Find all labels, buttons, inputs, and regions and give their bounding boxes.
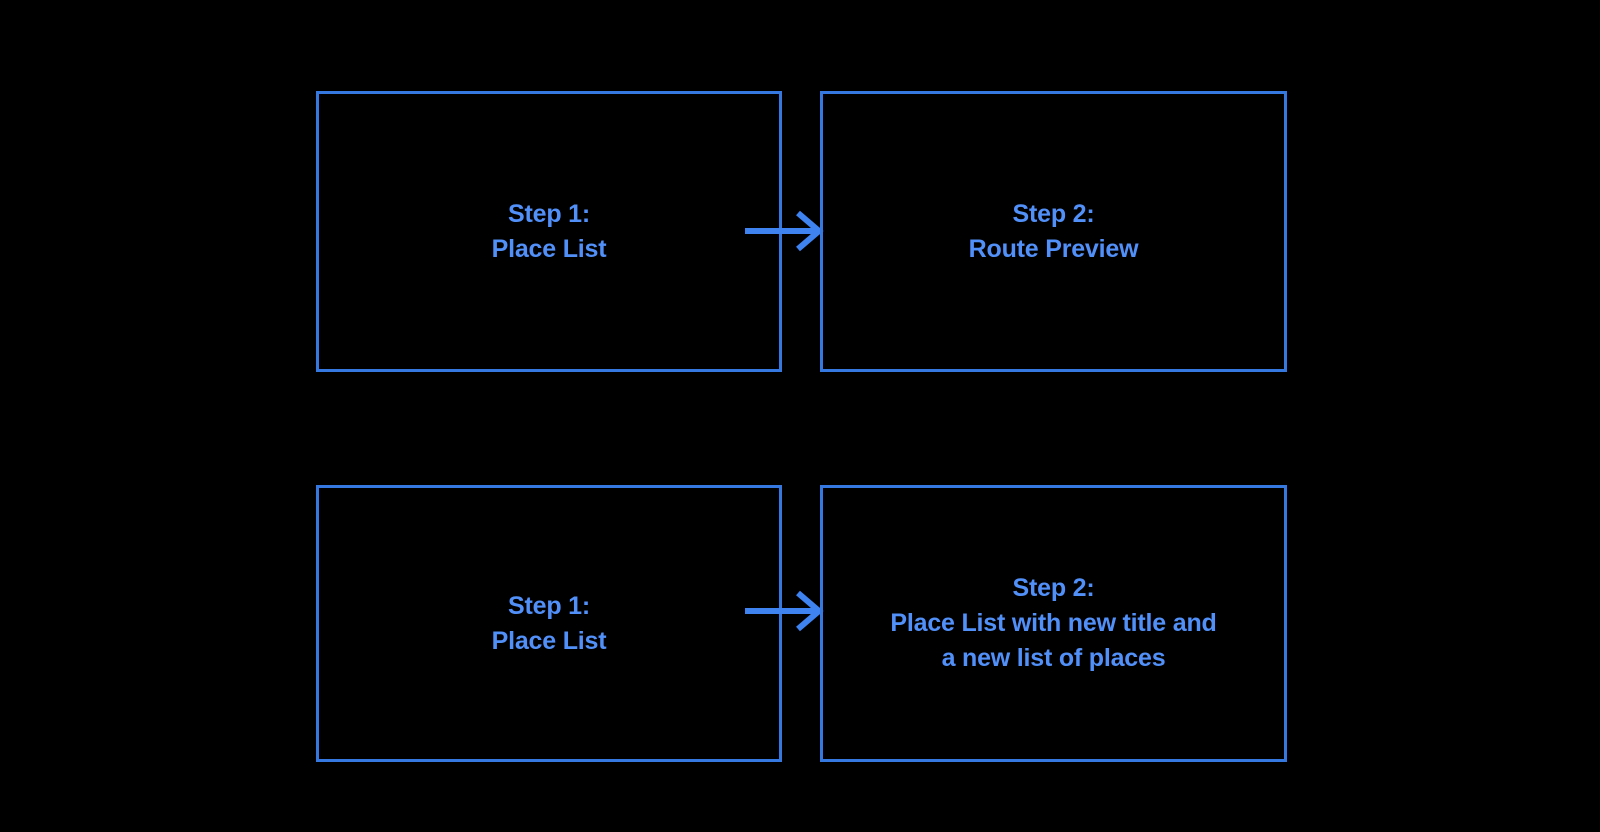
flow-box-step1-bottom[interactable]: Step 1: Place List <box>316 485 782 762</box>
flow-box-label: Step 2: Place List with new title and a … <box>890 574 1217 672</box>
flow-box-step1-top[interactable]: Step 1: Place List <box>316 91 782 372</box>
arrow-connector-bottom <box>740 589 830 633</box>
arrow-connector-top <box>740 209 830 253</box>
flow-box-label: Step 2: Route Preview <box>968 199 1139 263</box>
flow-box-step2-bottom[interactable]: Step 2: Place List with new title and a … <box>820 485 1287 762</box>
flow-box-label: Step 1: Place List <box>491 591 607 655</box>
arrow-right-icon <box>745 210 824 252</box>
arrow-right-icon <box>745 590 824 632</box>
flow-box-step2-top[interactable]: Step 2: Route Preview <box>820 91 1287 372</box>
flow-box-label: Step 1: Place List <box>491 199 607 263</box>
